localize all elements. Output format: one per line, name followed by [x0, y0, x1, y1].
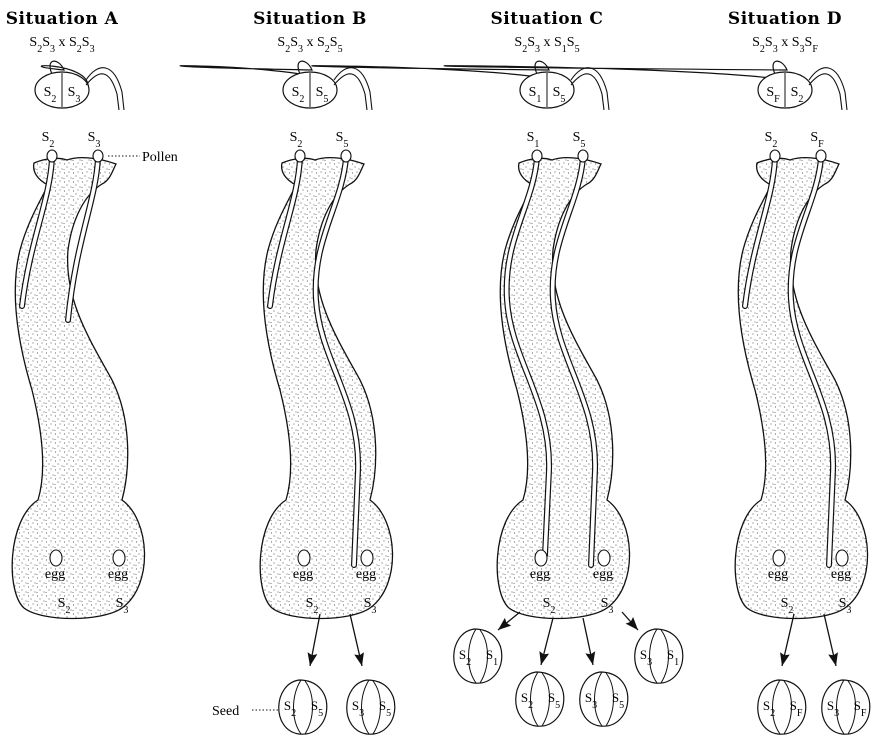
egg-label: egg — [593, 567, 613, 582]
pollen-grain — [341, 150, 351, 162]
egg-cell — [50, 550, 62, 566]
arrowhead — [498, 618, 511, 630]
pollen-allele: S5 — [573, 130, 586, 150]
egg-cell — [836, 550, 848, 566]
egg-cell — [298, 550, 310, 566]
pollen-allele: S3 — [88, 130, 101, 150]
pollen-grain — [578, 150, 588, 162]
egg-label: egg — [530, 567, 550, 582]
egg-cell — [773, 550, 785, 566]
situation-title: Situation B — [253, 9, 367, 29]
egg-label: egg — [768, 567, 788, 582]
pollen-grain — [295, 150, 305, 162]
pistil — [12, 158, 144, 619]
situation-title: Situation C — [491, 9, 604, 29]
egg-label: egg — [293, 567, 313, 582]
pollen-grain — [770, 150, 780, 162]
pollen-allele: S2 — [765, 130, 778, 150]
pollen-grain — [93, 150, 103, 162]
pollen-allele: S2 — [290, 130, 303, 150]
cross-genotype: S2S3 x S1S5 — [514, 35, 579, 55]
pollen-callout: Pollen — [142, 150, 178, 165]
pollen-allele: S2 — [42, 130, 55, 150]
callouts: Pollen — [108, 150, 178, 165]
pollen-allele: S1 — [527, 130, 540, 150]
egg-cell — [535, 550, 547, 566]
situation-title: Situation A — [6, 9, 119, 29]
cross-genotype: S2S3 x S2S5 — [277, 35, 342, 55]
situation-title: Situation D — [728, 9, 842, 29]
egg-cell — [113, 550, 125, 566]
seed-callout: Seed — [212, 704, 239, 719]
egg-label: egg — [831, 567, 851, 582]
egg-cell — [361, 550, 373, 566]
pollen-grain — [816, 150, 826, 162]
pollen-allele: SF — [810, 130, 824, 150]
egg-label: egg — [108, 567, 128, 582]
pollen-grain — [47, 150, 57, 162]
cross-genotype: S2S3 x S3SF — [752, 35, 818, 55]
pollen-grain — [532, 150, 542, 162]
cross-genotype: S2S3 x S2S3 — [29, 35, 94, 55]
egg-label: egg — [356, 567, 376, 582]
egg-cell — [598, 550, 610, 566]
egg-label: egg — [45, 567, 65, 582]
pollen-allele: S5 — [336, 130, 349, 150]
